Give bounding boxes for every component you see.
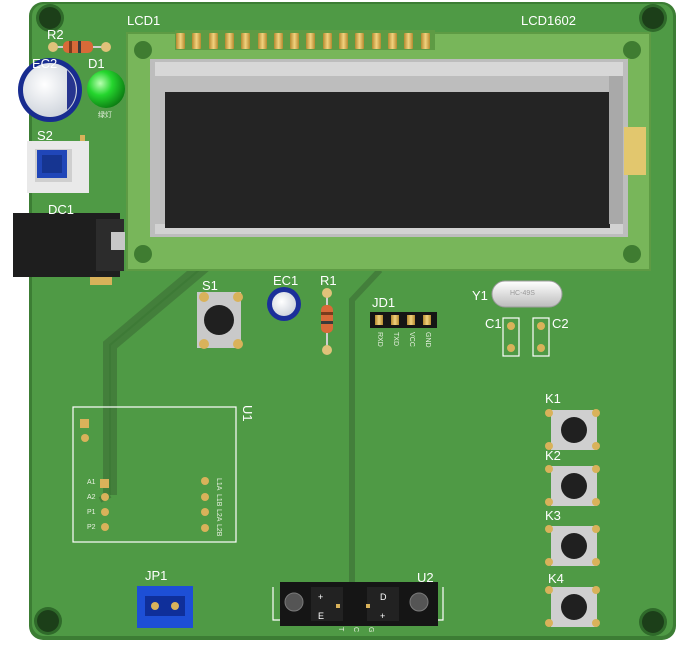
sensor-u2 [272,582,444,626]
lcd-header-pin [387,33,397,49]
lcd-model-label: LCD1602 [521,13,576,28]
lcd-header-pin [176,33,185,49]
button-k4 [545,586,600,627]
u1-pin-p1: P1 [87,509,96,516]
lcd-gold-pins [176,33,436,51]
u1-pin-l2b: L2B [215,524,222,537]
c2-label: C2 [552,316,569,331]
u2-pin-d: D [380,592,387,602]
lcd-header-pin [257,33,267,49]
lcd-header-pin [322,33,332,49]
lcd-header-pin [420,33,430,49]
u2-pin-t: T [337,627,344,632]
buttons-k1-k4 [545,409,600,627]
lcd-header-pin [306,33,316,49]
jumper-jp1 [137,586,193,628]
u1-pin-l2a: L2A [215,509,222,522]
lcd-header-pin [273,33,283,49]
button-s1 [197,292,243,349]
lcd-backlight-tab [624,127,646,175]
u2-label: U2 [417,570,434,585]
u1-pin-a1: A1 [87,479,96,486]
lcd-ref-label: LCD1 [127,13,161,28]
c1-label: C1 [485,316,502,331]
r1-label: R1 [320,273,337,288]
u1-pin-a2: A2 [87,494,96,501]
y1-label: Y1 [472,288,488,303]
d1-label: D1 [88,56,105,71]
led-d1 [87,70,125,108]
dc1-label: DC1 [48,202,75,217]
u2-pin-plus-left: + [318,592,324,602]
crystal-y1 [491,280,563,308]
lcd-header-pins [175,30,435,50]
lcd-header-pin [355,33,365,49]
switch-s2 [27,135,89,193]
jd1-pin-gnd: GND [424,332,431,348]
lcd-header-pin [290,33,300,49]
u2-pin-g: G [367,627,374,633]
capacitor-ec1 [267,287,301,321]
lcd-header-pin [339,33,348,49]
button-k3 [545,525,600,566]
ec1-label: EC1 [273,273,299,288]
k4-label: K4 [548,571,564,586]
u1-pin-l1b: L1B [215,494,222,507]
button-k2 [545,465,600,506]
k1-label: K1 [545,391,561,406]
lcd-module [126,30,651,271]
r2-label: R2 [47,27,64,42]
lcd-glass [165,92,610,228]
lcd-header-pin [371,33,381,49]
led-marking: 绿灯 [98,112,112,119]
lcd-header-pin [192,33,202,49]
s1-label: S1 [202,278,218,293]
k3-label: K3 [545,508,561,523]
crystal-marking: HC-49S [510,290,535,297]
lcd-header-pin [224,33,234,49]
u2-pin-c: C [352,627,359,633]
jp1-label: JP1 [145,568,168,583]
jd1-pin-vcc: VCC [408,332,415,347]
module-u1 [72,406,237,543]
lcd-header-pin [208,33,218,49]
jd1-pin-txd: TXD [392,332,399,346]
u2-pin-e: E [318,611,325,621]
jd1-pin-rxd: RXD [376,332,383,347]
k2-label: K2 [545,448,561,463]
header-jd1 [370,312,437,328]
lcd-header-pin [404,33,414,49]
u2-pin-plus-right: + [380,611,386,621]
button-k1 [545,409,600,450]
u1-pin-l1a: L1A [215,478,222,491]
jd1-label: JD1 [372,295,396,310]
u1-pin-p2: P2 [87,524,96,531]
dc-jack-dc1 [13,213,125,285]
capacitors-c1-c2 [502,317,550,357]
ec2-label: EC2 [32,56,58,71]
s2-label: S2 [37,128,53,143]
capacitor-ec2 [18,58,82,122]
u1-label: U1 [240,405,255,422]
mounting-holes [34,4,667,636]
resistor-r1 [321,288,333,355]
resistor-r2 [48,41,111,53]
lcd-header-pin [241,33,251,49]
